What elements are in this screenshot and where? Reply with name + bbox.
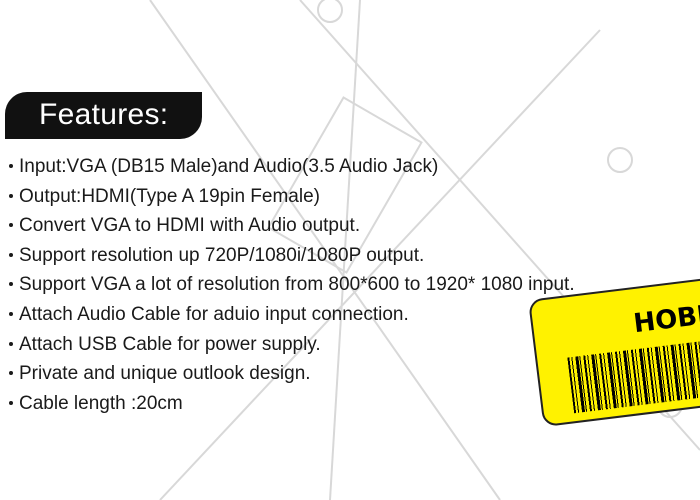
- feature-item: Support VGA a lot of resolution from 800…: [6, 270, 575, 300]
- feature-item: Private and unique outlook design.: [6, 359, 575, 389]
- feature-item: Output:HDMI(Type A 19pin Female): [6, 182, 575, 212]
- feature-item: Attach Audio Cable for aduio input conne…: [6, 300, 575, 330]
- feature-item: Input:VGA (DB15 Male)and Audio(3.5 Audio…: [6, 152, 575, 182]
- feature-item: Support resolution up 720P/1080i/1080P o…: [6, 241, 575, 271]
- feature-list: Input:VGA (DB15 Male)and Audio(3.5 Audio…: [6, 152, 575, 418]
- bullet-icon: [9, 282, 13, 287]
- feature-item: Attach USB Cable for power supply.: [6, 330, 575, 360]
- bullet-icon: [9, 311, 13, 316]
- bullet-icon: [9, 371, 13, 376]
- bullet-icon: [9, 193, 13, 198]
- barcode-icon: [567, 333, 700, 414]
- feature-item: Cable length :20cm: [6, 389, 575, 419]
- sticker-label: НОВЫ: [631, 298, 700, 340]
- bullet-icon: [9, 252, 13, 257]
- features-title: Features:: [39, 98, 169, 131]
- bullet-icon: [9, 400, 13, 405]
- bullet-icon: [9, 341, 13, 346]
- features-header: Features:: [5, 92, 202, 139]
- feature-item: Convert VGA to HDMI with Audio output.: [6, 211, 575, 241]
- bullet-icon: [9, 223, 13, 228]
- bullet-icon: [9, 163, 13, 168]
